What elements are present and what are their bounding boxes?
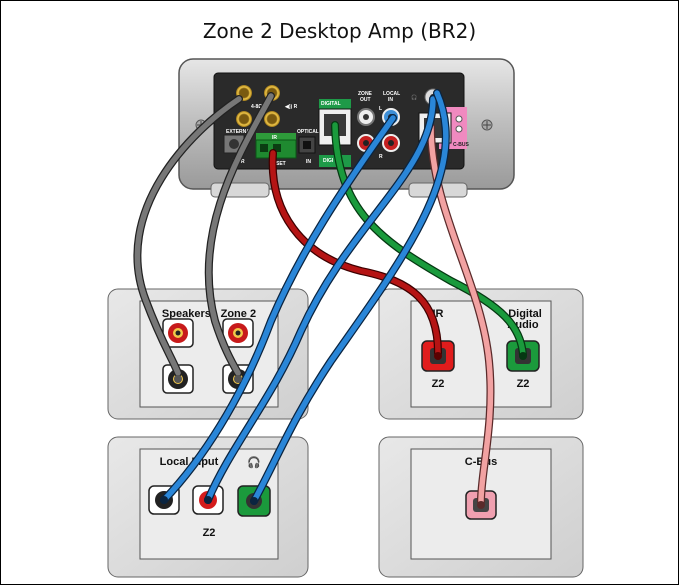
amp-digital-audio-port: DIGITAL DIGI — [318, 99, 352, 167]
svg-text:SET: SET — [276, 161, 286, 167]
svg-text:4-8Ω: 4-8Ω — [251, 104, 262, 110]
local-zone-label: Z2 — [203, 527, 216, 539]
plug-ends — [160, 352, 527, 509]
svg-text:IN: IN — [306, 159, 311, 165]
svg-text:EXTERNAL: EXTERNAL — [226, 129, 253, 135]
diagram-title: Zone 2 Desktop Amp (BR2) — [202, 19, 477, 43]
amp-screw-right — [481, 119, 493, 131]
speakers-label: Speakers - Zone 2 — [162, 308, 256, 320]
svg-text:OUT: OUT — [360, 97, 371, 103]
headphone-icon: 🎧 — [411, 94, 417, 101]
svg-text:ZONE: ZONE — [358, 91, 373, 97]
ir-label: IR — [433, 308, 444, 320]
cables — [133, 89, 527, 505]
svg-text:DIGITAL: DIGITAL — [321, 101, 341, 107]
svg-text:C-BUS: C-BUS — [453, 142, 469, 148]
svg-text:IR: IR — [272, 135, 277, 141]
ir-zone-label: Z2 — [432, 378, 445, 390]
svg-text:◀)) R: ◀)) R — [284, 104, 298, 110]
svg-text:L: L — [379, 106, 382, 112]
svg-text:LOCAL: LOCAL — [383, 91, 400, 97]
svg-text:R: R — [379, 154, 383, 160]
svg-text:DIGI: DIGI — [323, 158, 334, 164]
headphone-icon: 🎧 — [247, 456, 261, 469]
local-input-label: Local Input — [160, 456, 219, 468]
digital-zone-label: Z2 — [517, 378, 530, 390]
digital-audio-label-1: Digital — [508, 308, 542, 320]
svg-text:IN: IN — [388, 97, 393, 103]
amp-optical-port: OPTICAL IN — [297, 129, 319, 165]
svg-text:OPTICAL: OPTICAL — [297, 129, 319, 135]
